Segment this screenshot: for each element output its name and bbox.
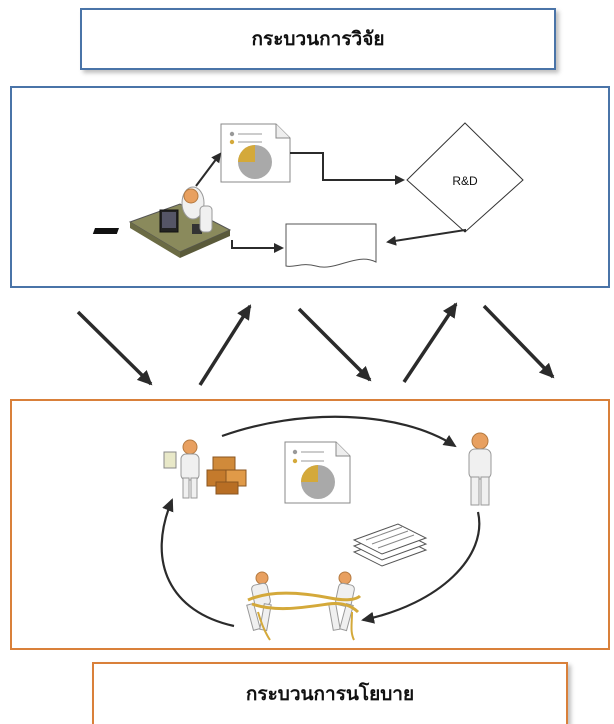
rd-label: R&D	[452, 174, 478, 188]
report-document-icon	[284, 441, 351, 504]
report-document-icon	[220, 123, 291, 183]
decision-diamond-icon: R&D	[406, 122, 524, 233]
paper-stack-icon	[352, 523, 428, 567]
policy-process-title-text: กระบวนการนโยบาย	[245, 683, 415, 705]
tug-of-war-icon	[246, 571, 362, 641]
policy-process-title: กระบวนการนโยบาย	[92, 662, 568, 724]
research-process-title: กระบวนการวิจัย	[80, 8, 556, 70]
research-process-title-text: กระบวนการวิจัย	[251, 28, 385, 50]
policy-process-panel	[10, 399, 610, 650]
document-wave-icon	[285, 223, 377, 268]
person-at-desk-icon	[92, 186, 232, 258]
person-with-boxes-icon	[163, 439, 247, 499]
research-flow-connectors	[195, 152, 466, 253]
interaction-arrows	[76, 302, 555, 386]
person-icon	[468, 432, 492, 506]
policy-cycle-arrows	[160, 415, 481, 628]
